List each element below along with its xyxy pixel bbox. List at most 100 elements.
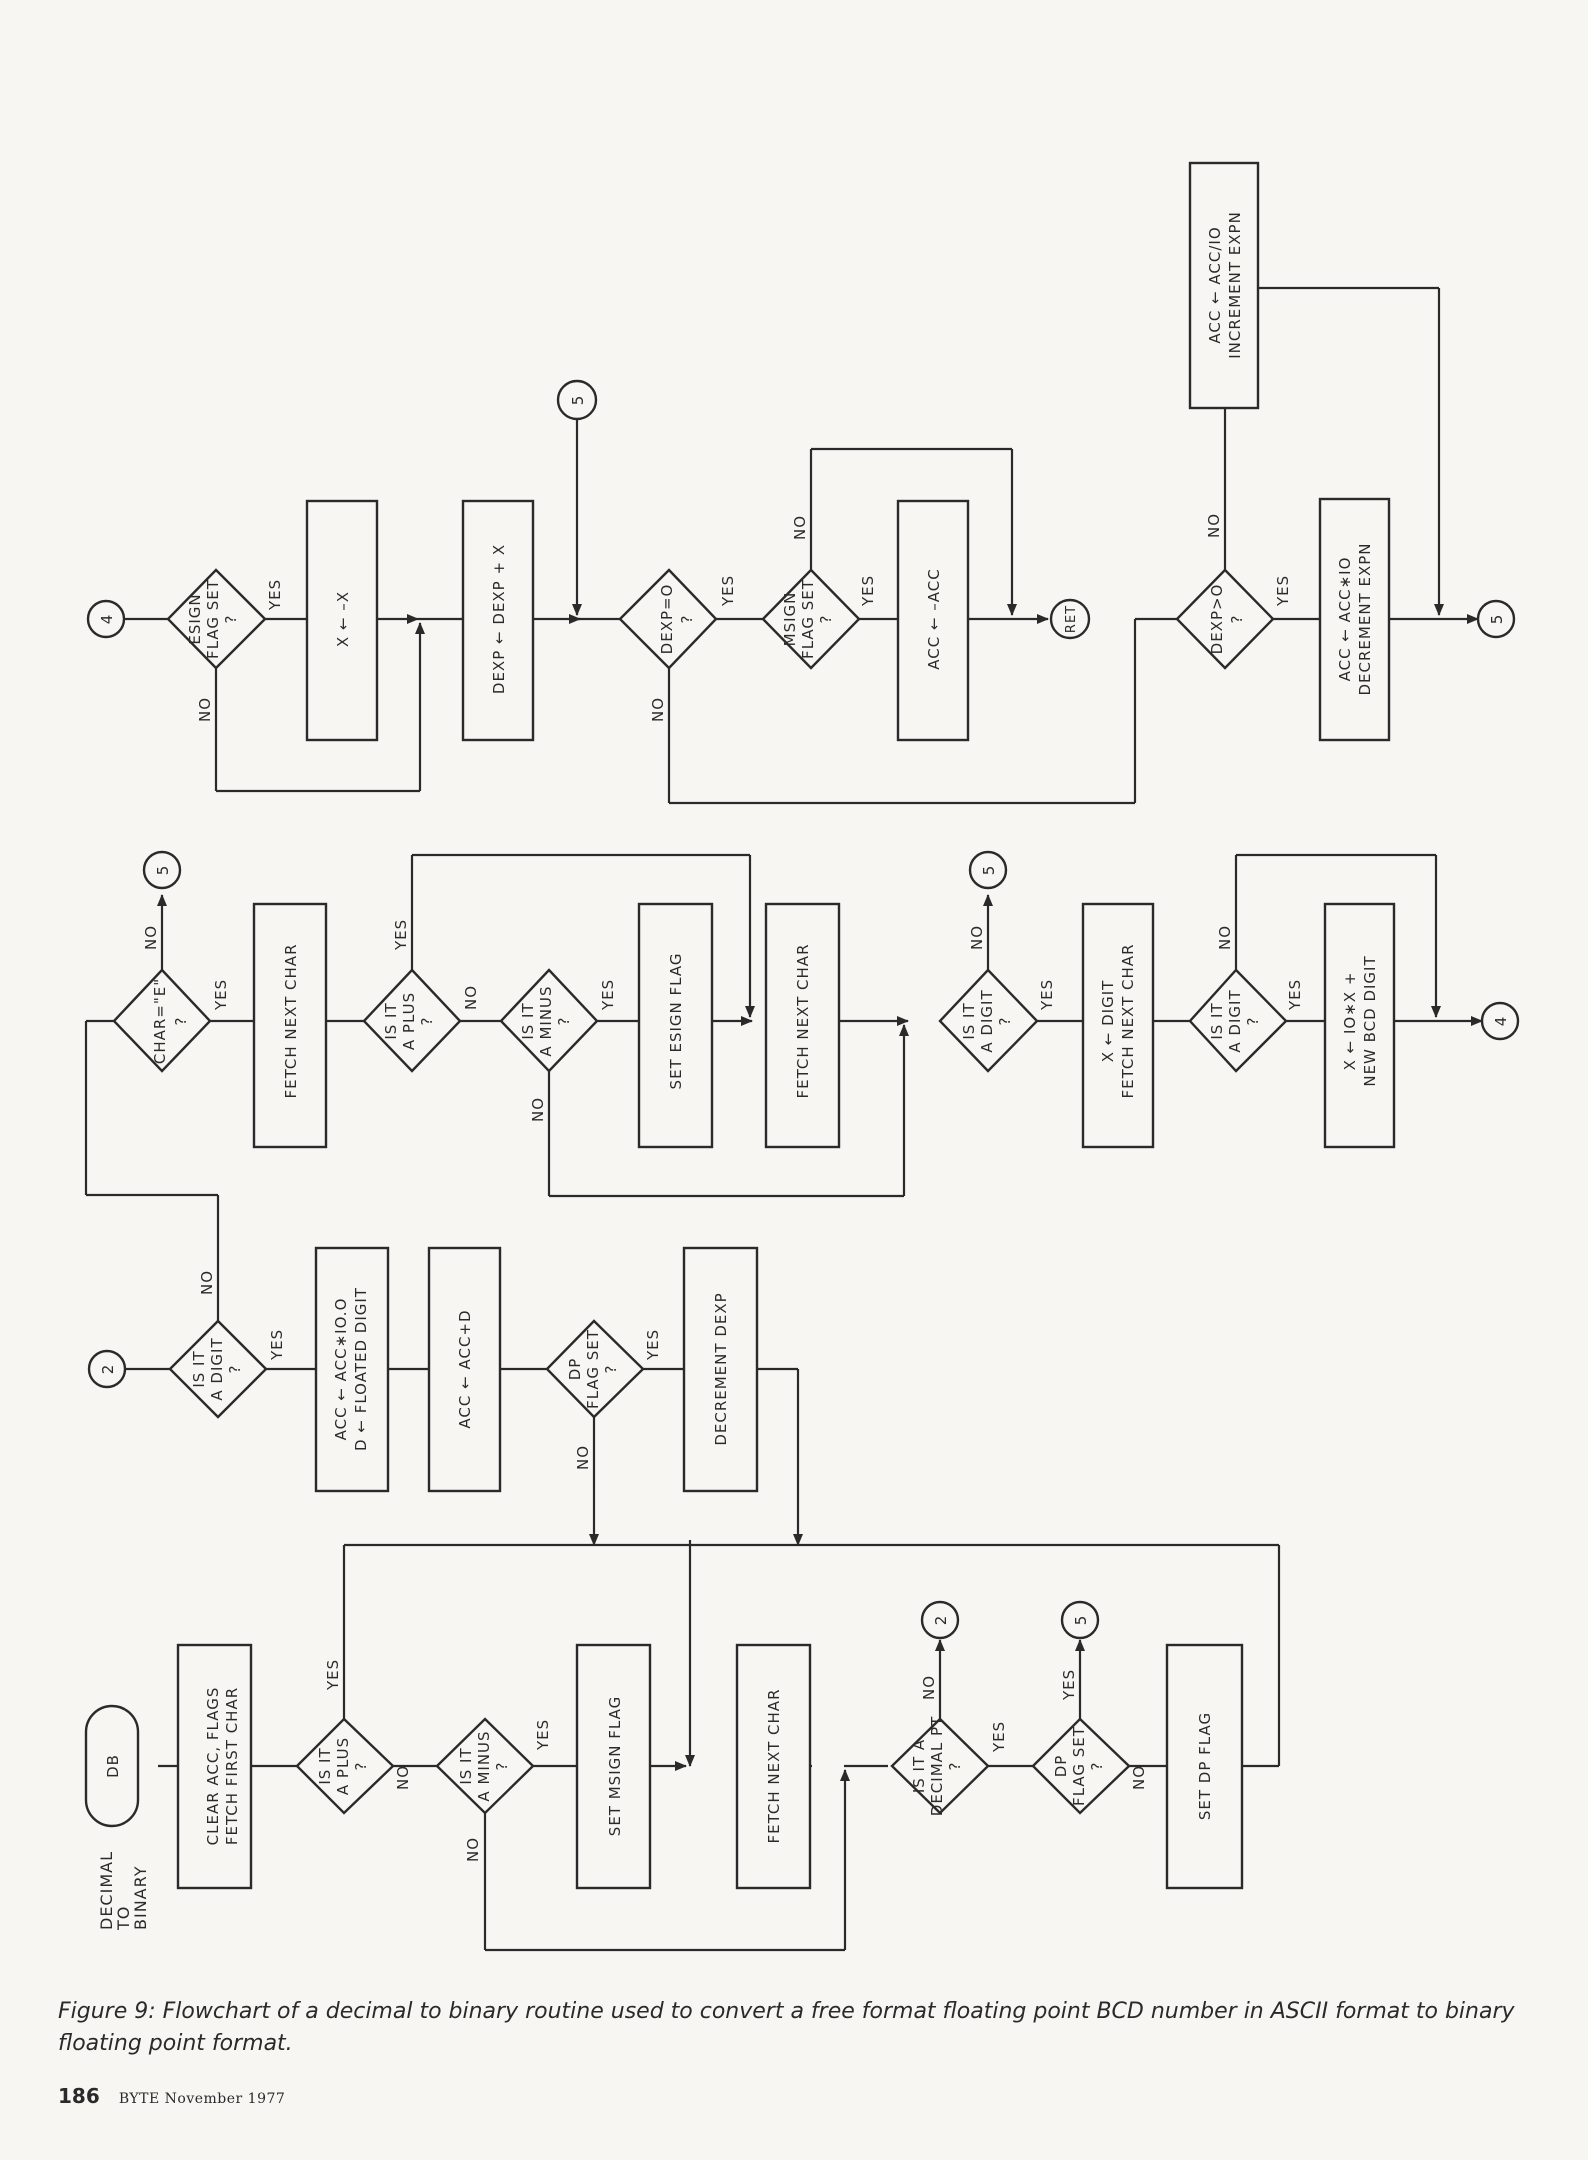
digit3-yes: YES	[1286, 979, 1304, 1011]
is-it-decimal-pt-decision	[890, 1717, 990, 1815]
is-it-a-plus-decision	[295, 1717, 395, 1815]
connector-5-row4-right	[1476, 599, 1516, 639]
msign-label: SET MSIGN FLAG	[606, 1696, 624, 1836]
digit3-line-2: A DIGIT	[1226, 989, 1244, 1052]
x-digit-fetch-box	[1081, 902, 1155, 1149]
dexpgt-line-2: ?	[1228, 615, 1246, 624]
connector-5-row3-mid-label: 5	[980, 865, 998, 876]
esignq-line-3: ?	[222, 615, 240, 624]
minus1-yes: YES	[534, 1719, 552, 1751]
ret-terminal	[1049, 598, 1091, 640]
connector-2-top	[920, 1600, 960, 1640]
msignq-line-2: FLAG SET	[799, 579, 817, 659]
connector-2-top-label: 2	[932, 1615, 950, 1626]
minus2-no: NO	[529, 1097, 547, 1122]
plus2-line-2: A PLUS	[400, 992, 418, 1050]
dpset1-line-2: FLAG SET	[1070, 1726, 1088, 1806]
dexp-greater-zero-decision	[1175, 568, 1275, 670]
connector-5-row3-left	[142, 850, 182, 890]
row-4: 4 ESIGN FLAG SET ? YES NO X ← –X DEXP ← …	[86, 161, 1516, 805]
connector-5-bottom	[1060, 1600, 1100, 1640]
set-esign-flag-box	[637, 902, 714, 1149]
plus1-no: NO	[394, 1765, 412, 1790]
fetch-next-char-box-1	[735, 1643, 812, 1890]
connector-4-row4-label: 4	[98, 614, 116, 625]
esign-flag-set-decision	[166, 568, 267, 670]
figure-title-line: DECIMAL	[97, 1851, 116, 1930]
page-number: 186	[58, 2084, 100, 2108]
digit2-yes: YES	[1038, 979, 1056, 1011]
dexp0-line-1: DEXP=O	[658, 584, 676, 655]
minus2-yes: YES	[599, 979, 617, 1011]
set-dp-flag-box	[1165, 1643, 1244, 1890]
dpset2-line-2: FLAG SET	[584, 1329, 602, 1409]
connector-2-left	[87, 1349, 127, 1389]
decpt-line-1: IS IT A	[910, 1739, 928, 1793]
dexp0-yes: YES	[719, 575, 737, 607]
digit2-line-2: A DIGIT	[978, 989, 996, 1052]
fetch2-label: FETCH NEXT CHAR	[282, 944, 300, 1099]
minus2-line-3: ?	[555, 1017, 573, 1026]
dexp0-no: NO	[649, 697, 667, 722]
x-new-bcd-digit-box	[1323, 902, 1396, 1149]
plus1-line-2: A PLUS	[334, 1737, 352, 1795]
decpt-line-3: ?	[946, 1762, 964, 1771]
xbcd-line-1: X ← IO∗X +	[1341, 972, 1359, 1071]
dpset2-yes: YES	[644, 1329, 662, 1361]
acc-multiply-box	[314, 1246, 390, 1493]
chare-line-1: CHAR="E"	[151, 978, 169, 1064]
row-2: 2 IS IT A DIGIT ? NO YES ACC ← ACC∗IO.O …	[84, 1019, 800, 1493]
esignq-no: NO	[196, 697, 214, 722]
connector-5-row4-top	[556, 379, 598, 421]
dpset1-yes: YES	[1060, 1669, 1078, 1701]
digit2-line-3: ?	[996, 1017, 1014, 1026]
xdigit-line-2: FETCH NEXT CHAR	[1119, 944, 1137, 1099]
minus1-no: NO	[464, 1837, 482, 1862]
dexp-zero-decision	[618, 568, 718, 670]
db-terminal	[84, 1704, 140, 1828]
dpset2-line-1: DP	[566, 1358, 584, 1381]
esignq-yes: YES	[266, 579, 284, 611]
figure-caption: Figure 9: Flowchart of a decimal to bina…	[58, 1999, 1515, 2056]
decdexp-label: DECREMENT DEXP	[712, 1292, 730, 1445]
connector-4-row3	[1480, 1001, 1520, 1041]
digit3-line-1: IS IT	[1208, 1002, 1226, 1039]
plus1-yes: YES	[324, 1659, 342, 1691]
negate-acc-box	[896, 499, 970, 742]
row-1: DB DECIMALTOBINARY CLEAR ACC, FLAGS FETC…	[84, 1385, 1281, 1952]
decrement-dexp-box	[682, 1246, 759, 1493]
digit1-line-2: A DIGIT	[208, 1337, 226, 1400]
plus1-line-3: ?	[352, 1762, 370, 1771]
connector-5-bottom-label: 5	[1072, 1615, 1090, 1626]
msign-flag-set-decision	[761, 568, 861, 670]
clear-line-2: FETCH FIRST CHAR	[223, 1687, 241, 1845]
is-it-a-digit-decision-2	[938, 968, 1039, 1073]
acc-add-box	[427, 1246, 502, 1493]
dexpgt-yes: YES	[1274, 575, 1292, 607]
minus1-line-1: IS IT	[457, 1747, 475, 1784]
db-label: DB	[104, 1754, 122, 1778]
accmul10-line-2: DECREMENT EXPN	[1356, 543, 1374, 696]
dexp0-line-2: ?	[678, 615, 696, 624]
clear-acc-flags-box	[176, 1643, 253, 1890]
plus2-no: NO	[462, 985, 480, 1010]
page-footer: 186 BYTE November 1977	[58, 2084, 285, 2108]
connector-4-row4	[86, 599, 126, 639]
char-e-decision	[112, 968, 212, 1073]
fetch3-label: FETCH NEXT CHAR	[794, 944, 812, 1099]
accadd-label: ACC ← ACC+D	[456, 1309, 474, 1428]
plus2-yes: YES	[392, 919, 410, 951]
connector-4-row3-label: 4	[1492, 1016, 1510, 1027]
accmul-line-2: D ← FLOATED DIGIT	[352, 1287, 370, 1451]
is-it-a-minus-decision	[435, 1717, 535, 1815]
dp-flag-set-decision-1	[1031, 1717, 1131, 1815]
esignq-line-2: FLAG SET	[204, 579, 222, 659]
acc-divide-box	[1188, 161, 1260, 410]
fetch-next-char-box-3	[764, 902, 841, 1149]
dexpgt-no: NO	[1205, 513, 1223, 538]
dpset2-no: NO	[574, 1445, 592, 1470]
digit1-line-3: ?	[226, 1365, 244, 1374]
minus2-line-2: A MINUS	[537, 985, 555, 1056]
figure-title: DECIMALTOBINARY	[97, 1851, 150, 1931]
set-msign-flag-box	[575, 1643, 652, 1890]
